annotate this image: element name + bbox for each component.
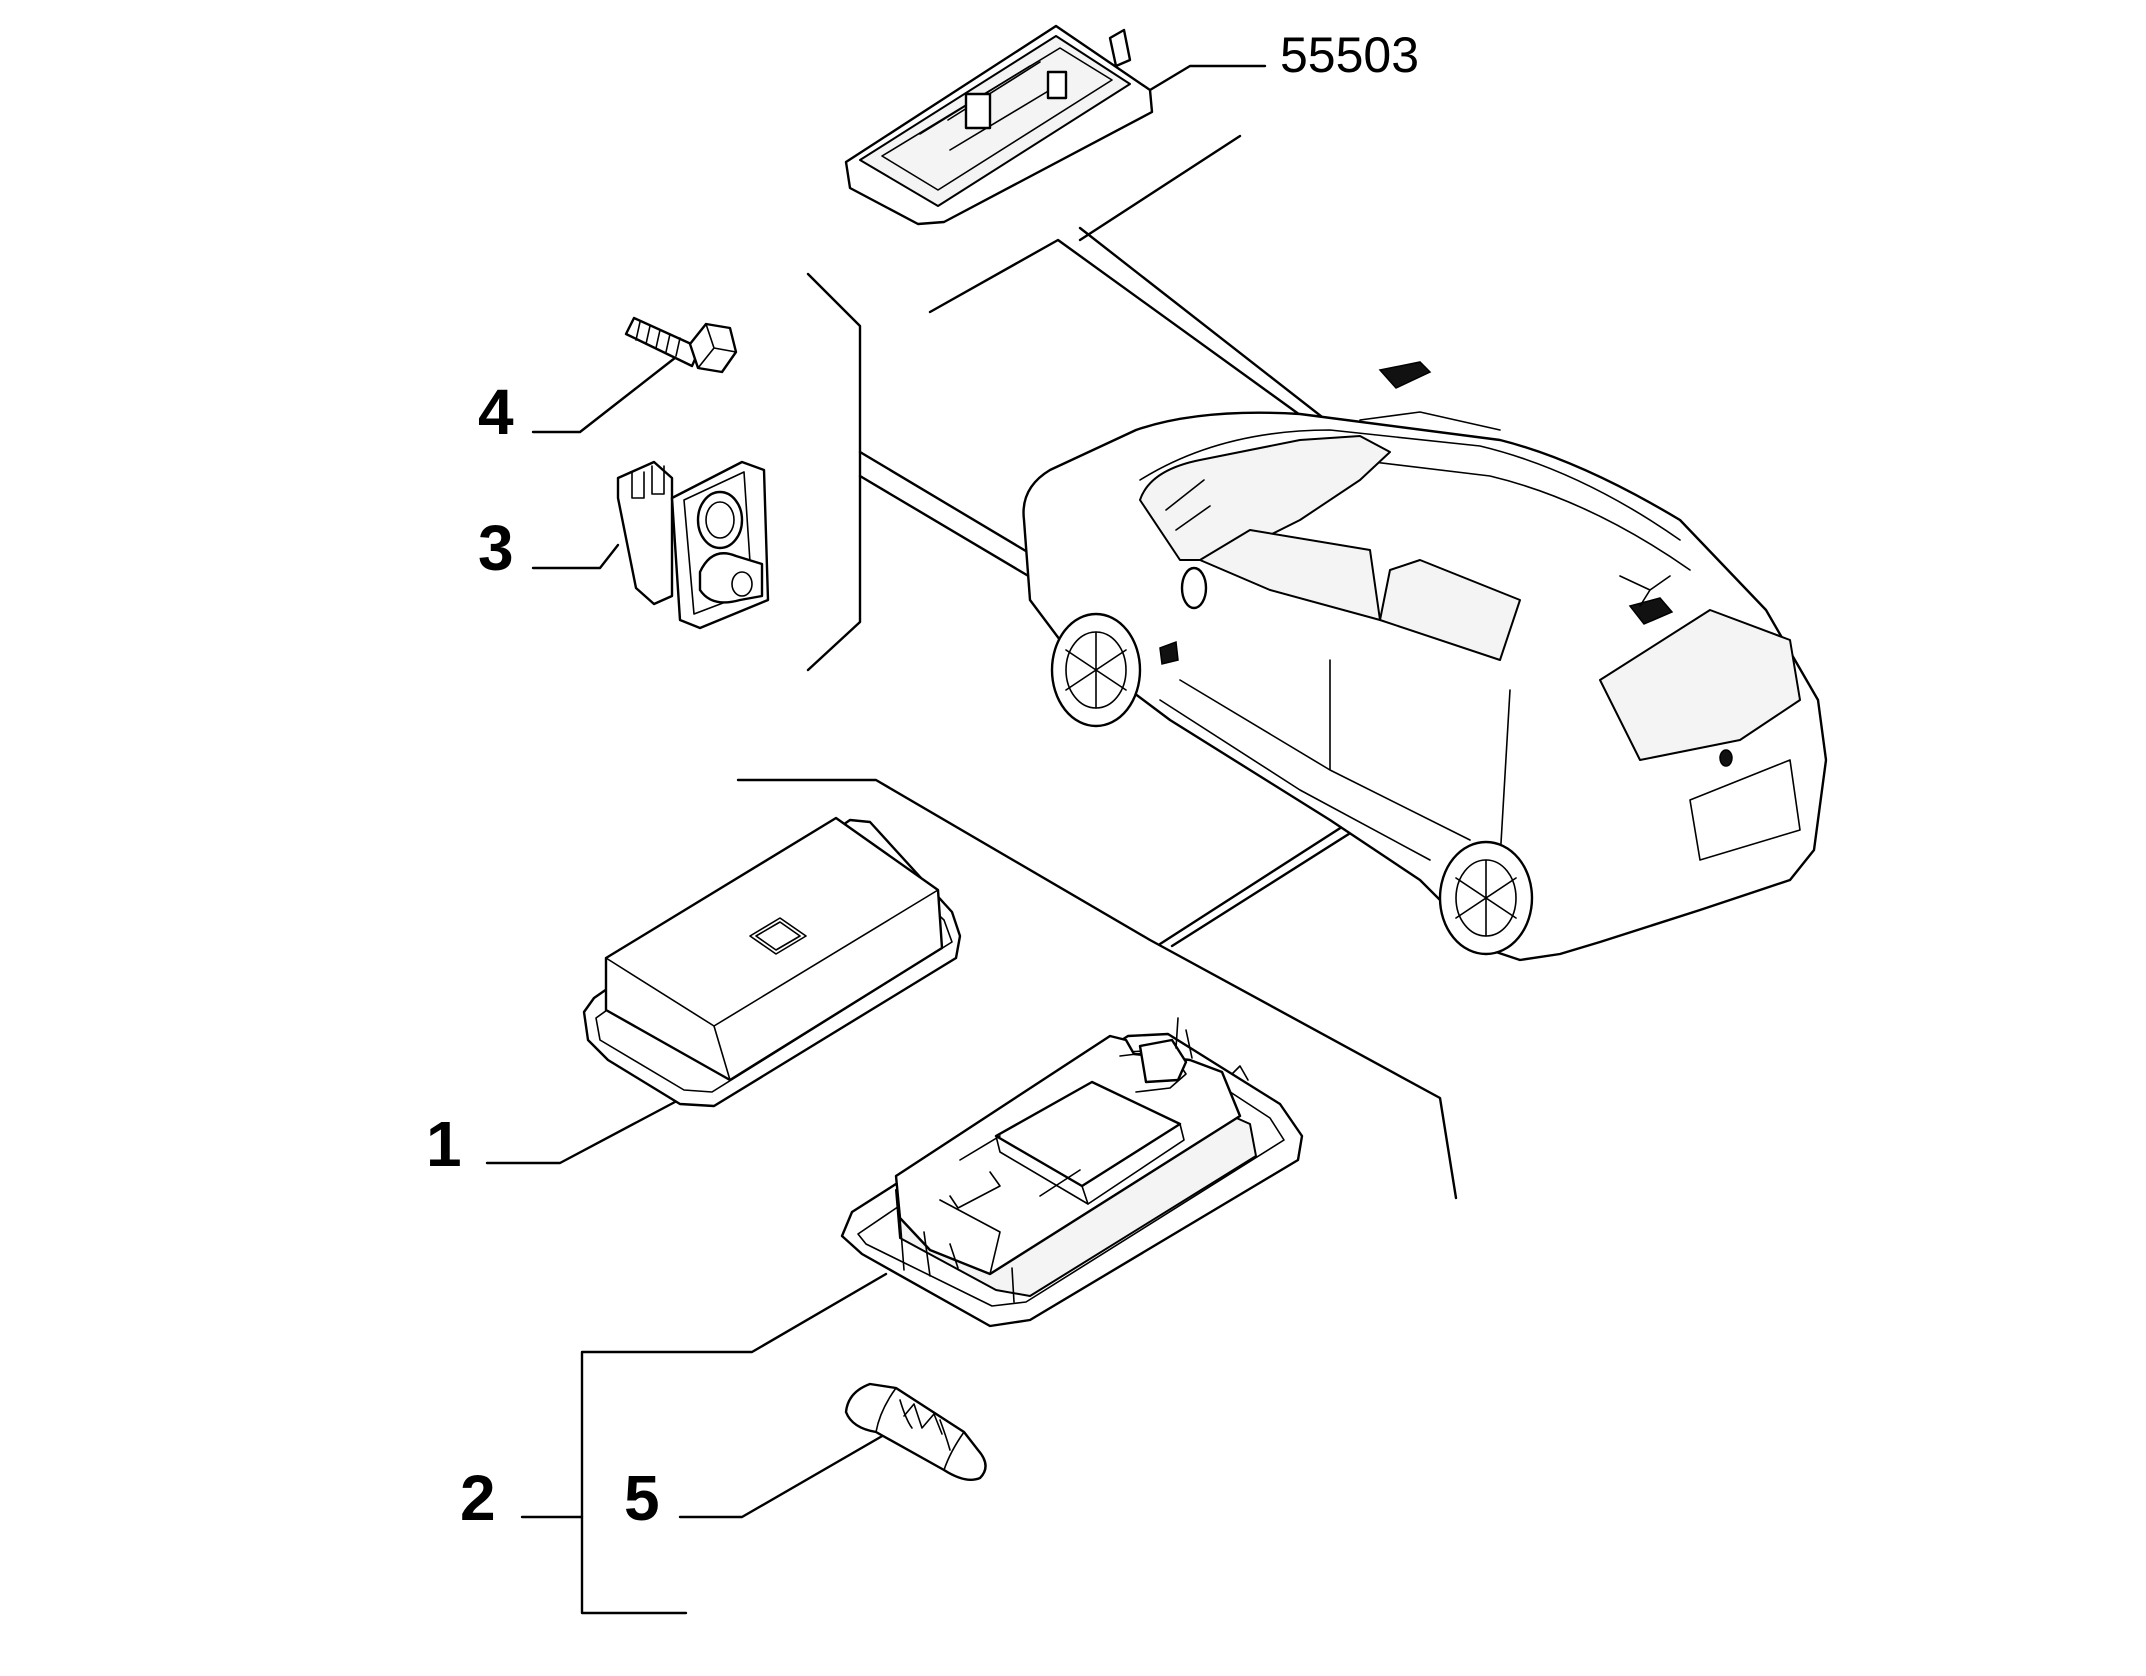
screw-part-4 bbox=[624, 316, 738, 374]
label-55503: 55503 bbox=[1280, 27, 1419, 83]
car-illustration bbox=[1022, 361, 1828, 962]
courtesy-lamp-assembly-55503 bbox=[844, 24, 1154, 226]
label-part-3: 3 bbox=[478, 512, 514, 584]
callout-labels: 55503 4 3 1 2 5 bbox=[426, 27, 1419, 1534]
lamp-lens-part-1 bbox=[582, 816, 962, 1108]
door-switch-part-3 bbox=[616, 460, 770, 630]
festoon-bulb-part-5 bbox=[844, 1382, 987, 1481]
label-part-5: 5 bbox=[624, 1462, 660, 1534]
label-part-2: 2 bbox=[460, 1462, 496, 1534]
label-part-1: 1 bbox=[426, 1108, 462, 1180]
label-part-4: 4 bbox=[478, 376, 514, 448]
lamp-housing-part-2 bbox=[840, 1017, 1304, 1328]
